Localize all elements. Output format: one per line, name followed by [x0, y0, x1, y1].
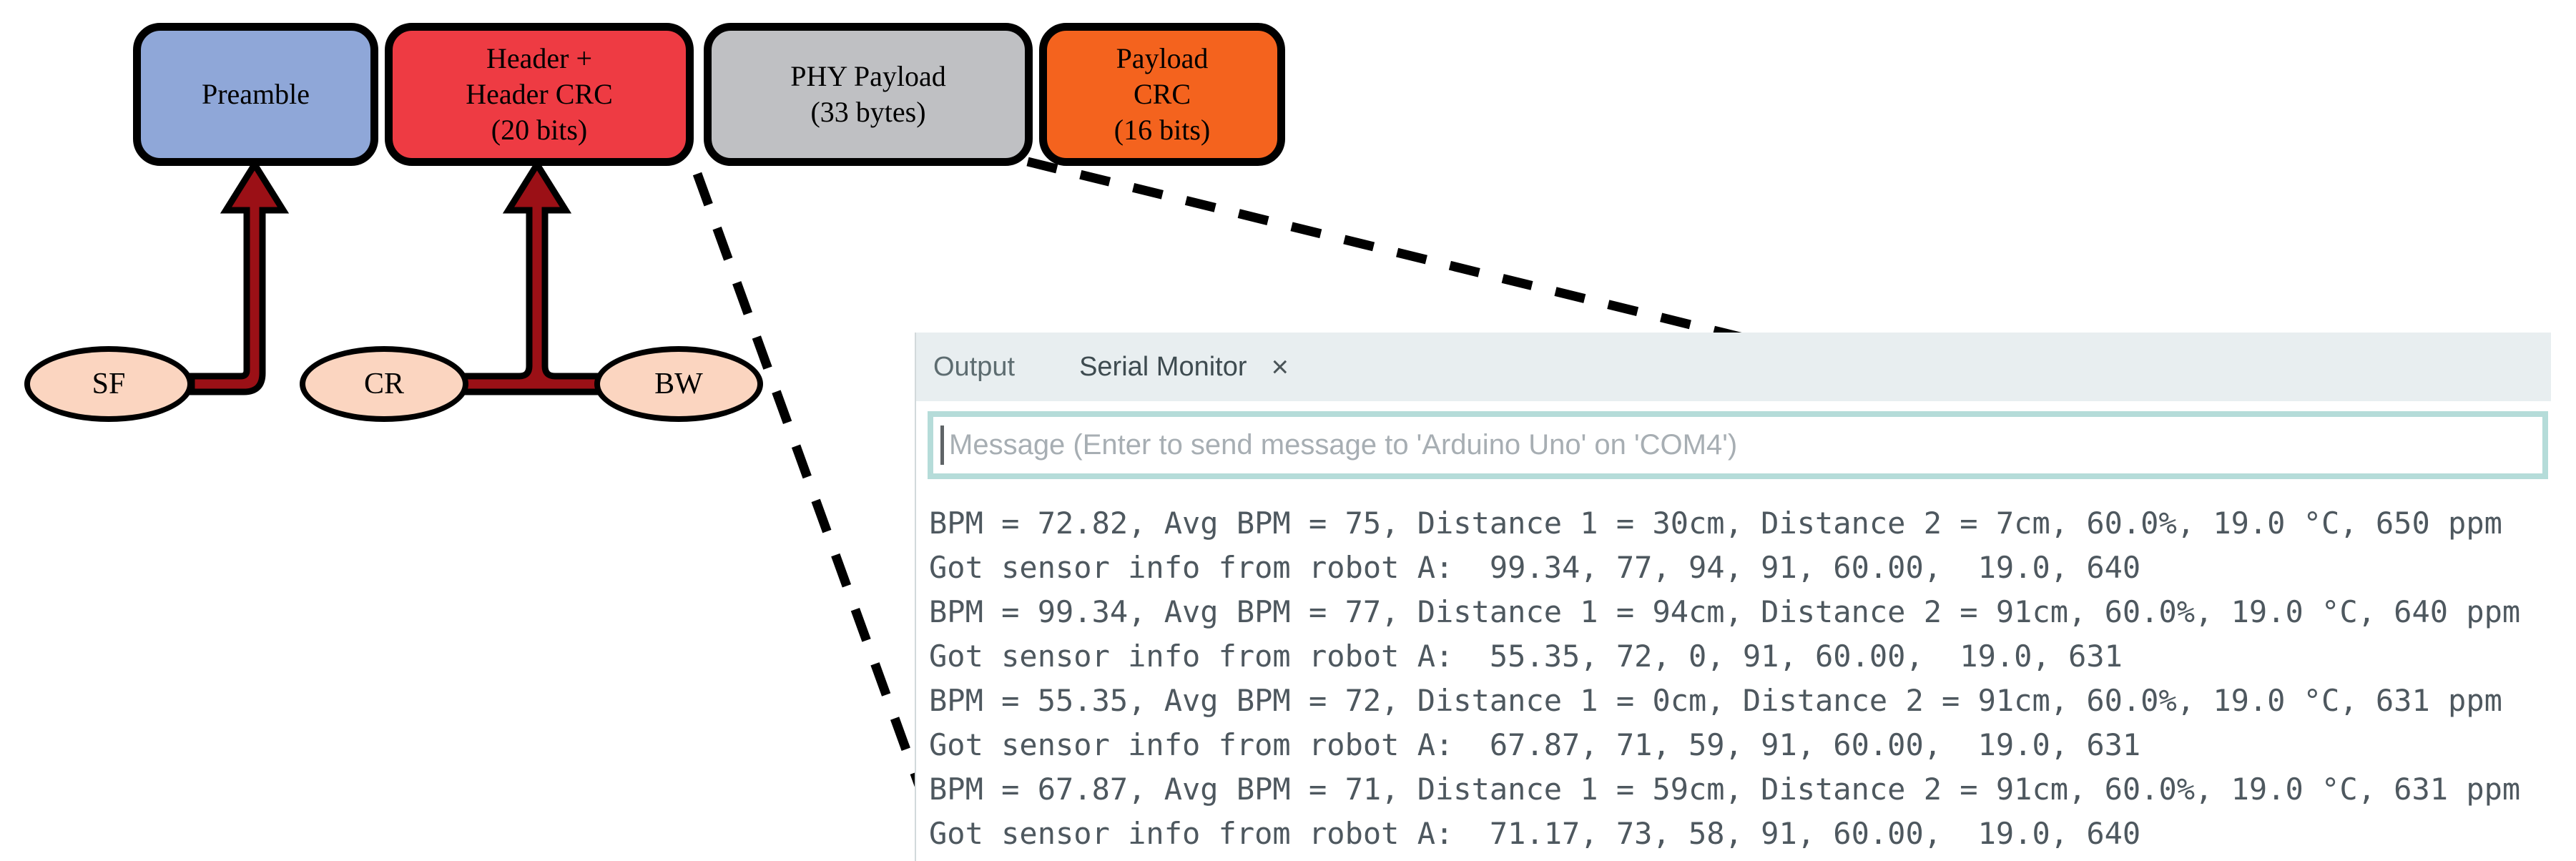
- sf-arrow: [188, 158, 290, 395]
- param-ellipse-sf: SF: [24, 346, 193, 422]
- console-line: BPM = 67.87, Avg BPM = 71, Distance 1 = …: [929, 772, 2521, 807]
- tab-output[interactable]: Output: [933, 351, 1016, 382]
- serial-monitor-panel: Output Serial Monitor × BPM = 72.82, Avg…: [915, 333, 2551, 861]
- console-line: Got sensor info from robot A: 67.87, 71,…: [929, 727, 2141, 762]
- packet-field-label: Payload: [1116, 42, 1209, 74]
- packet-field-label: Header +: [486, 42, 593, 74]
- text-caret: [940, 425, 944, 465]
- dashed-connector-left: [692, 172, 924, 787]
- dashed-connector-right: [1026, 157, 1744, 343]
- packet-field-label: (16 bits): [1114, 114, 1211, 146]
- packet-field-label: Header CRC: [466, 78, 613, 110]
- close-icon[interactable]: ×: [1271, 350, 1289, 383]
- packet-field-label: CRC: [1133, 78, 1191, 110]
- packet-field-label: PHY Payload: [790, 60, 946, 92]
- console-output[interactable]: BPM = 72.82, Avg BPM = 75, Distance 1 = …: [929, 501, 2551, 861]
- console-line: BPM = 72.82, Avg BPM = 75, Distance 1 = …: [929, 506, 2502, 541]
- packet-field-label: (20 bits): [491, 114, 588, 146]
- packet-field-label: (33 bytes): [810, 96, 926, 128]
- tab-serial-monitor[interactable]: Serial Monitor: [1079, 351, 1247, 382]
- console-line: Got sensor info from robot A: 99.34, 77,…: [929, 550, 2141, 585]
- packet-field-payload-crc: Payload CRC (16 bits): [1039, 23, 1285, 166]
- packet-field-label: Preamble: [201, 78, 310, 110]
- serial-monitor-tabbar: Output Serial Monitor ×: [916, 333, 2551, 401]
- console-line: BPM = 55.35, Avg BPM = 72, Distance 1 = …: [929, 683, 2502, 718]
- console-line: Got sensor info from robot A: 71.17, 73,…: [929, 816, 2141, 851]
- param-ellipse-cr: CR: [300, 346, 468, 422]
- param-label: BW: [654, 368, 703, 400]
- packet-field-preamble: Preamble: [133, 23, 378, 166]
- param-label: CR: [363, 368, 405, 400]
- message-input[interactable]: [933, 417, 2542, 473]
- console-line: Got sensor info from robot A: 55.35, 72,…: [929, 639, 2123, 674]
- console-line: BPM = 99.34, Avg BPM = 77, Distance 1 = …: [929, 594, 2521, 629]
- message-input-wrap: [928, 411, 2548, 479]
- param-label: SF: [92, 368, 126, 400]
- param-ellipse-bw: BW: [594, 346, 763, 422]
- packet-field-phy-payload: PHY Payload (33 bytes): [704, 23, 1033, 166]
- cr-bw-arrow: [460, 158, 604, 395]
- packet-field-header: Header + Header CRC (20 bits): [385, 23, 694, 166]
